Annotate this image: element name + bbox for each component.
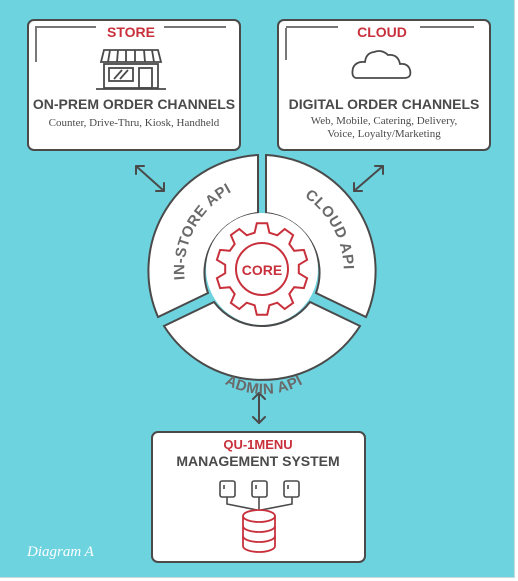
core-label: CORE <box>242 262 282 278</box>
core-gear-icon <box>206 213 318 325</box>
admin-api-double-arrow <box>252 392 266 424</box>
cloud-box: CLOUD DIGITAL ORDER CHANNELS Web, Mobile… <box>277 19 491 151</box>
store-title: ON-PREM ORDER CHANNELS <box>33 96 235 112</box>
menu-network-icon <box>219 480 300 511</box>
cloud-subtitle-line1: Web, Mobile, Catering, Delivery, <box>311 115 458 127</box>
storefront-icon <box>96 49 166 90</box>
store-tag: STORE <box>107 24 155 40</box>
admin-api-segment <box>162 300 362 381</box>
management-box: QU-1MENU MANAGEMENT SYSTEM <box>151 431 366 563</box>
store-subtitle: Counter, Drive-Thru, Kiosk, Handheld <box>49 117 220 129</box>
store-box: STORE ON-PREM ORDER CHANNELS Counter, Dr… <box>27 19 241 151</box>
management-title: MANAGEMENT SYSTEM <box>176 453 339 469</box>
cloud-api-double-arrow <box>353 165 384 192</box>
cloud-icon <box>351 50 412 79</box>
store-api-double-arrow <box>135 165 165 192</box>
database-icon <box>242 509 276 553</box>
management-tag: QU-1MENU <box>223 437 292 452</box>
cloud-tag: CLOUD <box>357 24 407 40</box>
cloud-subtitle-line2: Voice, Loyalty/Marketing <box>327 128 441 140</box>
diagram-caption: Diagram A <box>27 544 94 560</box>
cloud-title: DIGITAL ORDER CHANNELS <box>289 96 480 112</box>
